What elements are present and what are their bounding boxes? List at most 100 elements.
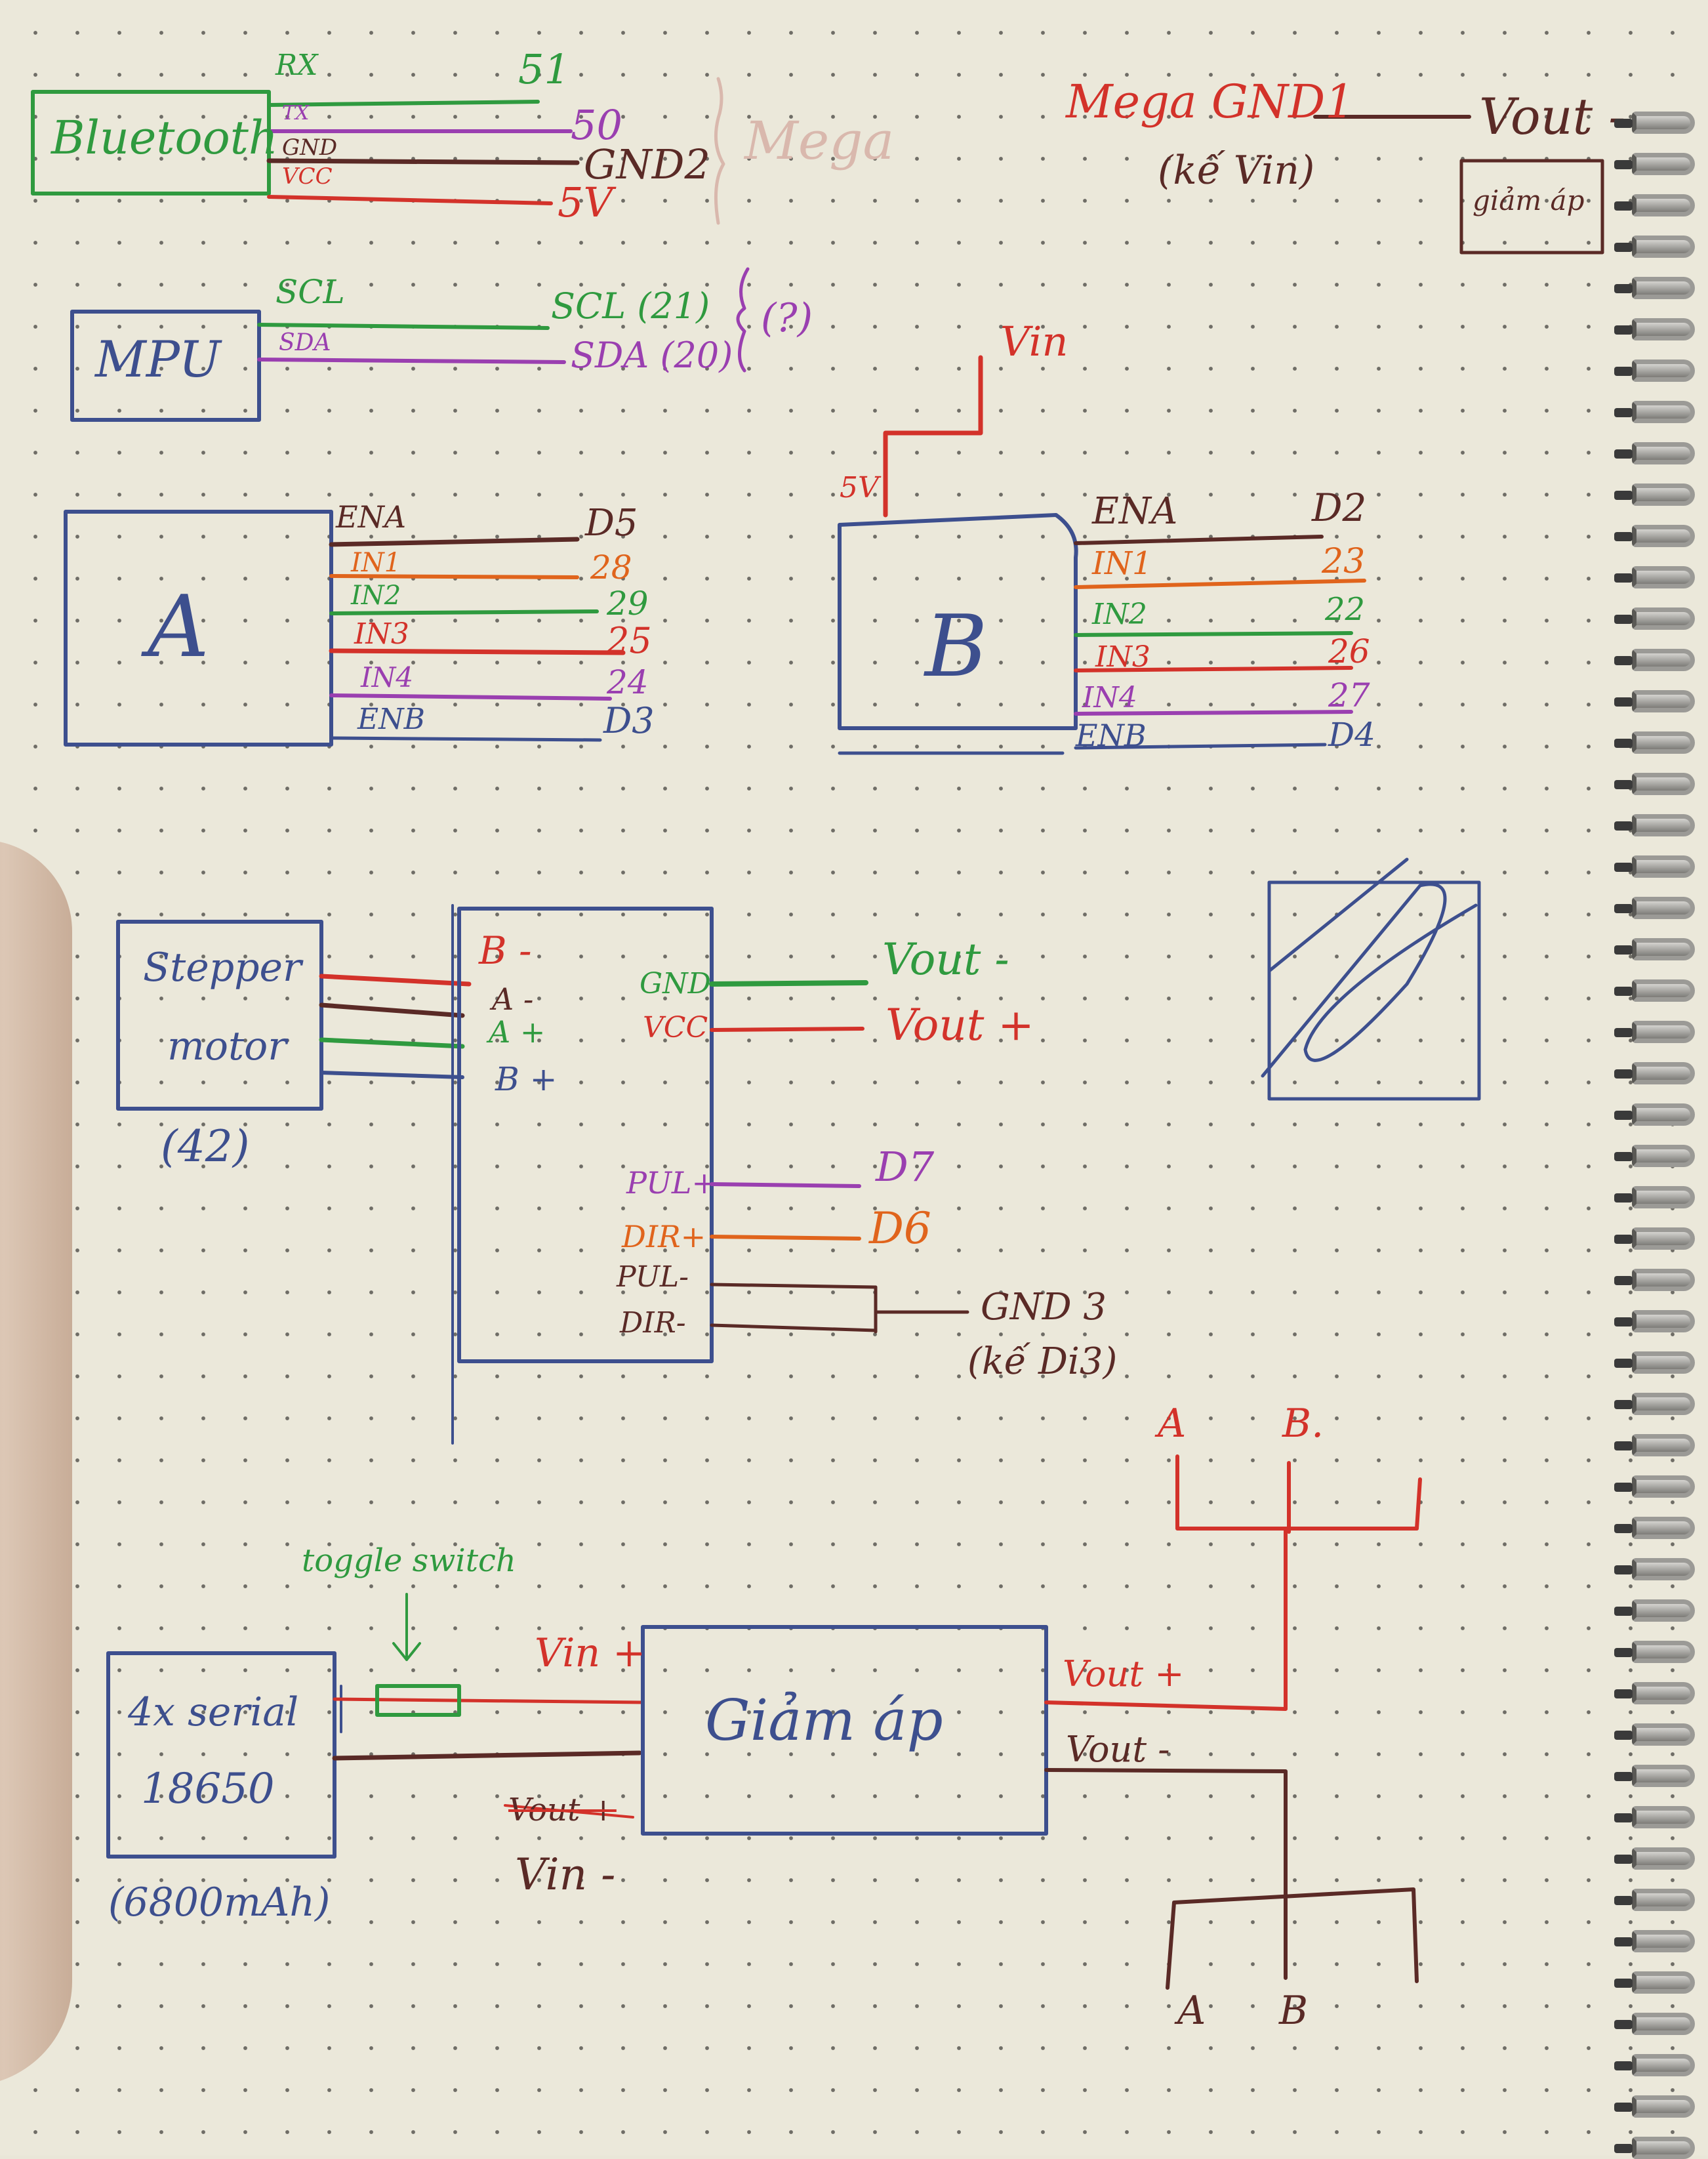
battery-box — [106, 1651, 336, 1859]
mpu-title: MPU — [95, 330, 221, 388]
mpu-box — [70, 310, 261, 422]
b-target-27: 27 — [1328, 676, 1370, 714]
vout-plus-label: Vout + — [1063, 1653, 1185, 1695]
spiral-coil — [1614, 814, 1695, 836]
driver-b-title: B — [925, 596, 988, 696]
giam-ap-box — [1459, 159, 1604, 255]
coil-pin-b-minus: B - — [479, 928, 532, 973]
spiral-coil — [1614, 442, 1695, 464]
a-pin-ena: ENA — [336, 499, 407, 535]
spiral-coil — [1614, 1889, 1695, 1911]
top-label-a: A — [1158, 1401, 1187, 1447]
mpu-target-scl: SCL (21) — [551, 285, 710, 327]
spiral-coil — [1614, 1971, 1695, 1994]
spiral-coil — [1614, 607, 1695, 630]
battery-capacity: (6800mAh) — [108, 1880, 331, 1925]
spiral-coil — [1614, 483, 1695, 506]
spiral-coil — [1614, 360, 1695, 382]
giam-ap-label: giảm áp — [1473, 184, 1585, 216]
b-target-23: 23 — [1322, 542, 1366, 581]
toggle-switch-label: toggle switch — [302, 1542, 516, 1579]
coil-pin-a-minus: A - — [492, 981, 534, 1017]
spiral-coil — [1614, 2013, 1695, 2035]
driver-a-box — [64, 510, 333, 747]
bt-pin-rx: RX — [275, 49, 318, 82]
spiral-coil — [1614, 1351, 1695, 1374]
b-pin-in2: IN2 — [1092, 598, 1147, 631]
spiral-coil — [1614, 525, 1695, 547]
a-pin-in3: IN3 — [354, 617, 409, 651]
driver-b-box — [838, 513, 1078, 730]
vin-plus-label: Vin + — [535, 1630, 646, 1676]
driver-target-vout-minus: Vout - — [882, 934, 1009, 985]
stepper-driver-box — [457, 907, 714, 1363]
stepper-size: (42) — [161, 1121, 250, 1172]
spiral-coil — [1614, 649, 1695, 671]
scribble-box — [1267, 880, 1481, 1101]
power-5v-vin-wire — [883, 355, 983, 518]
toggle-switch — [375, 1684, 461, 1717]
spiral-coil — [1614, 194, 1695, 216]
spiral-coil — [1614, 773, 1695, 795]
bottom-label-b: B — [1279, 1988, 1309, 2034]
spiral-coil — [1614, 690, 1695, 712]
sda-wire — [257, 358, 566, 364]
b-target-d2: D2 — [1312, 485, 1367, 530]
b-power-5v: 5V — [840, 471, 879, 504]
b-target-26: 26 — [1328, 632, 1370, 670]
b-pin-in3: IN3 — [1095, 640, 1150, 674]
spiral-coil — [1614, 2054, 1695, 2076]
bt-pin-tx: TX — [282, 102, 310, 125]
bt-pin-vcc: VCC — [282, 163, 333, 190]
spiral-coil — [1614, 566, 1695, 588]
bt-pin-gnd: GND — [282, 134, 338, 161]
spiral-coil — [1614, 1145, 1695, 1167]
top-label-b: B. — [1282, 1401, 1324, 1447]
driver-target-d7: D7 — [876, 1143, 935, 1191]
mpu-note: (?) — [761, 295, 813, 341]
coil-pin-b-plus: B + — [495, 1060, 558, 1098]
driver-pin-dir-plus: DIR+ — [622, 1219, 706, 1254]
spiral-coil — [1614, 1723, 1695, 1746]
mega-gnd-target: Vout - — [1479, 87, 1625, 146]
spiral-coil — [1614, 1103, 1695, 1126]
battery-line-2: 18650 — [141, 1765, 275, 1813]
rx-wire — [267, 100, 540, 107]
b-target-22: 22 — [1325, 591, 1366, 628]
spiral-coil — [1614, 897, 1695, 919]
driver-gnd-note: (kế Di3) — [967, 1340, 1118, 1383]
regulator-box — [641, 1625, 1048, 1836]
driver-pin-pul-minus: PUL- — [617, 1260, 689, 1294]
vcc-wire — [267, 195, 553, 205]
spiral-coil — [1614, 1806, 1695, 1828]
stepper-box — [116, 920, 323, 1111]
mega-brace — [714, 77, 725, 225]
a-target-d3: D3 — [603, 700, 655, 741]
spiral-coil — [1614, 938, 1695, 960]
bluetooth-box — [31, 90, 271, 195]
spiral-coil — [1614, 979, 1695, 1002]
spiral-coil — [1614, 1930, 1695, 1952]
vout-minus-label: Vout - — [1066, 1729, 1170, 1770]
driver-target-vout-plus: Vout + — [885, 1000, 1034, 1050]
b-pin-in4: IN4 — [1082, 681, 1137, 714]
battery-line-1: 4x serial — [128, 1689, 299, 1735]
spiral-coil — [1614, 1765, 1695, 1787]
crossed-label: Vout + — [508, 1792, 617, 1828]
spiral-coil — [1614, 1682, 1695, 1704]
bluetooth-title: Bluetooth — [51, 111, 278, 165]
driver-a-title: A — [148, 577, 209, 676]
a-pin-in4: IN4 — [361, 661, 414, 693]
vin-minus-label: Vin - — [515, 1849, 616, 1900]
mpu-brace — [736, 267, 750, 373]
spiral-coil — [1614, 1227, 1695, 1250]
spiral-coil — [1614, 318, 1695, 340]
spiral-coil — [1614, 855, 1695, 878]
spiral-coil — [1614, 401, 1695, 423]
b-pin-ena: ENA — [1092, 490, 1178, 533]
spiral-coil — [1614, 1310, 1695, 1332]
a-pin-enb: ENB — [357, 703, 425, 736]
spiral-coil — [1614, 236, 1695, 258]
spiral-coil — [1614, 112, 1695, 134]
